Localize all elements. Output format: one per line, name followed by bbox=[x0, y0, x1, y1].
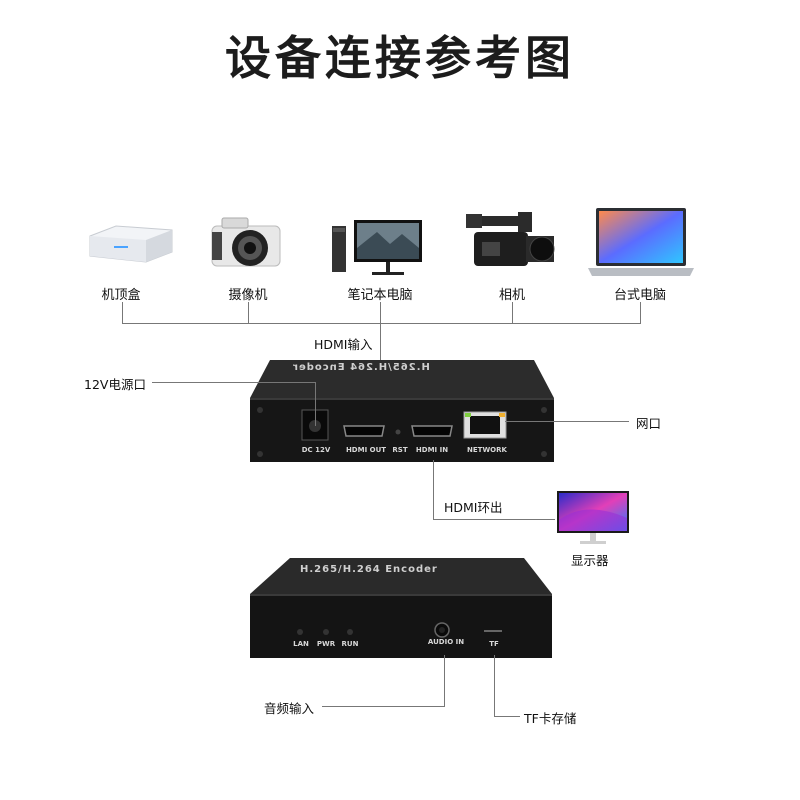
device-label-set-top-box: 机顶盒 bbox=[71, 284, 171, 303]
page-title: 设备连接参考图 bbox=[0, 22, 800, 88]
front-box-top-text: H.265/H.264 Encoder bbox=[300, 564, 438, 575]
hdmi-loop-line bbox=[433, 519, 555, 520]
display-monitor-icon bbox=[556, 490, 630, 546]
power-callout-line bbox=[315, 382, 316, 426]
callout-hdmi-input: HDMI输入 bbox=[314, 334, 373, 353]
callout-power-port: 12V电源口 bbox=[84, 374, 146, 393]
callout-network: 网口 bbox=[636, 413, 661, 432]
camcorder-icon bbox=[464, 208, 558, 276]
device-label-laptop: 台式电脑 bbox=[590, 284, 690, 303]
led-label-lan: LAN bbox=[290, 640, 312, 648]
back-box-top-text: H.265/H.264 Encoder bbox=[292, 362, 430, 373]
audio-callout-line bbox=[322, 706, 445, 707]
camera-icon bbox=[210, 212, 282, 270]
led-label-pwr: PWR bbox=[315, 640, 337, 648]
device-label-pc: 笔记本电脑 bbox=[330, 284, 430, 303]
set-top-box-icon bbox=[86, 222, 176, 264]
led-label-run: RUN bbox=[339, 640, 361, 648]
connector-line bbox=[512, 302, 513, 324]
device-label-camcorder: 相机 bbox=[462, 284, 562, 303]
callout-audio-input: 音频输入 bbox=[264, 698, 314, 717]
tf-callout-line bbox=[494, 716, 520, 717]
port-label-hdmi-in: HDMI IN bbox=[414, 446, 450, 454]
device-label-camera: 摄像机 bbox=[198, 284, 298, 303]
connector-line bbox=[380, 302, 381, 324]
network-callout-line bbox=[505, 421, 629, 422]
port-label-rst: RST bbox=[390, 446, 410, 454]
port-label-dc: DC 12V bbox=[300, 446, 332, 454]
hdmi-loop-line bbox=[433, 460, 434, 520]
pc-monitor-icon bbox=[332, 218, 424, 280]
callout-tf-storage: TF卡存储 bbox=[524, 708, 576, 727]
connector-line bbox=[640, 302, 641, 324]
port-label-audio-in: AUDIO IN bbox=[424, 638, 468, 646]
port-label-tf: TF bbox=[484, 640, 504, 648]
power-callout-line bbox=[152, 382, 316, 383]
audio-callout-line bbox=[444, 655, 445, 707]
connector-bus-line bbox=[122, 323, 641, 324]
laptop-icon bbox=[586, 206, 696, 278]
callout-display: 显示器 bbox=[571, 550, 609, 569]
callout-hdmi-loop: HDMI环出 bbox=[444, 497, 503, 516]
tf-callout-line bbox=[494, 655, 495, 717]
connector-line bbox=[122, 302, 123, 324]
port-label-hdmi-out: HDMI OUT bbox=[344, 446, 388, 454]
port-label-network: NETWORK bbox=[464, 446, 510, 454]
connector-line bbox=[248, 302, 249, 324]
